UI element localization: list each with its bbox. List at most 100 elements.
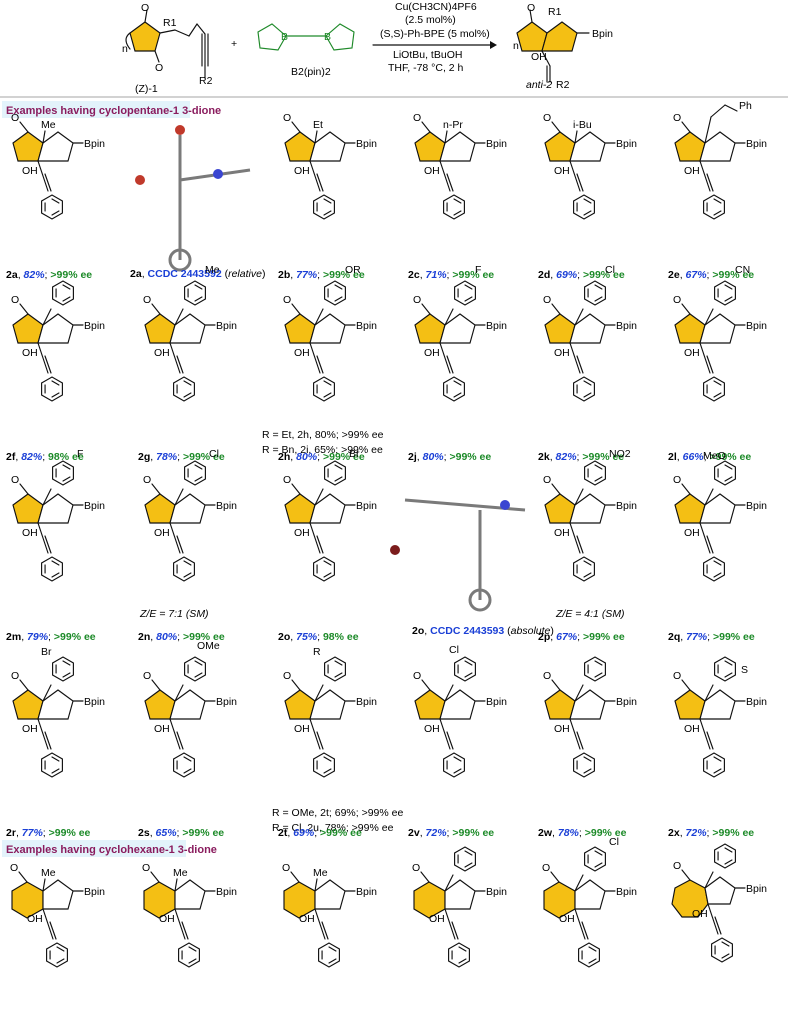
carbonyl-o-label: O [542, 862, 550, 874]
section-title-hexane: Examples having cyclohexane-1 3-dione [6, 844, 217, 856]
bpin-label: Bpin [616, 138, 637, 150]
compound-2aa: OBpinOHMe2aa, 78%; >99% ee [282, 862, 377, 968]
carbonyl-o-label: O [543, 670, 551, 682]
caption-2b: 2b, 77%; >99% ee [278, 269, 365, 281]
oh-label: OH [554, 347, 570, 359]
bpin-label: Bpin [356, 696, 377, 708]
carbonyl-o-label: O [673, 670, 681, 682]
cyclopentane-ring [674, 689, 706, 720]
oh-label: OH [554, 165, 570, 177]
benzyl-aryl-ring [714, 843, 736, 869]
oh-label: OH [294, 347, 310, 359]
oh-label: OH [424, 347, 440, 359]
substrate-o-top: O [141, 2, 149, 14]
caption-2d: 2d, 69%; >99% ee [538, 269, 625, 281]
benzyl-aryl-ring [714, 460, 736, 486]
bpin-label: Bpin [746, 320, 767, 332]
bpin-label: Bpin [84, 886, 105, 898]
aryl-substituent-label: Br [349, 448, 360, 460]
cyclopentane-ring [674, 313, 706, 344]
oh-label: OH [154, 527, 170, 539]
carbonyl-o-label: O [673, 294, 681, 306]
carbonyl-o-label: O [413, 112, 421, 124]
alkyne-phenyl-ring [313, 376, 335, 402]
alkyl-substituent-label: i-Bu [573, 119, 592, 131]
alkyne-phenyl-ring [173, 752, 195, 778]
caption-2v: 2v, 72%; >99% ee [408, 827, 494, 839]
compound-2ad: OBpinOH2ad, no reaction [671, 843, 767, 963]
carbonyl-o-label: O [412, 862, 420, 874]
caption-2k: 2k, 82%; >99% ee [538, 451, 624, 463]
aryl-substituent-label: R [313, 646, 321, 658]
aryl-substituent-label: Cl [209, 448, 219, 460]
caption-2h: 2h, 80%; >99% ee [278, 451, 365, 463]
oh-label: OH [424, 723, 440, 735]
caption-2j: 2j, 80%; >99% ee [408, 451, 491, 463]
section-title-pentane: Examples having cyclopentane-1 3-dione [6, 105, 221, 117]
b2pin2-b-left: B [281, 31, 288, 43]
benzyl-aryl-ring [714, 656, 736, 682]
aryl-substituent-label: CN [735, 264, 750, 276]
carbonyl-o-label: O [143, 670, 151, 682]
oh-label: OH [554, 527, 570, 539]
caption-2q: 2q, 77%; >99% ee [668, 631, 755, 643]
carbonyl-o-label: O [282, 862, 290, 874]
substrate-n: n [122, 43, 128, 55]
fused-cyclopentane [37, 313, 74, 344]
product-r2: R2 [556, 79, 570, 91]
aryl-substituent-label: Cl [609, 836, 619, 848]
note-2t: R = OMe, 2t; 69%; >99% ee [272, 807, 403, 819]
caption-2x: 2x, 72%; >99% ee [668, 827, 754, 839]
alkyne-phenyl-ring [703, 194, 725, 220]
note-2i: R = Bn, 2i, 65%; >99% ee [262, 444, 383, 456]
cyclopentane-ring [144, 689, 176, 720]
caption-2s: 2s, 65%; >99% ee [138, 827, 224, 839]
bpin-label: Bpin [746, 696, 767, 708]
fused-cyclopentane [314, 879, 346, 910]
benzyl-aryl-ring [584, 460, 606, 486]
fused-cyclopentane [439, 313, 476, 344]
aryl-substituent-label: Cl [449, 644, 459, 656]
alkyl-substituent-label: Me [41, 867, 56, 879]
oh-label: OH [22, 165, 38, 177]
caption-2f: 2f, 82%; 98% ee [6, 451, 84, 463]
bpin-label: Bpin [84, 138, 105, 150]
carbonyl-o-label: O [673, 860, 681, 872]
compound-2ac: OBpinOHCl2ac, 75%; 98% ee [542, 836, 637, 968]
alkyne-phenyl-ring [313, 752, 335, 778]
caption-2o: 2o, 75%; 98% ee [278, 631, 359, 643]
alkyne-phenyl-ring [443, 752, 465, 778]
bpin-label: Bpin [84, 696, 105, 708]
cyclopentane-ring [544, 313, 576, 344]
carbonyl-o-label: O [543, 112, 551, 124]
alkyne-phenyl-ring [318, 942, 340, 968]
bpin-label: Bpin [486, 320, 507, 332]
alkyl-substituent-label: Me [313, 867, 328, 879]
oh-label: OH [684, 347, 700, 359]
benzyl-aryl-ring [454, 656, 476, 682]
oh-label: OH [684, 527, 700, 539]
b2pin2-structure [257, 23, 355, 51]
bpin-label: Bpin [616, 696, 637, 708]
section-banner-pentane: Examples having cyclopentane-1 3-dione [2, 101, 221, 118]
reaction-arrowhead [490, 41, 497, 49]
alkyne-phenyl-ring [711, 937, 733, 963]
substrate-structure [125, 9, 209, 79]
alkyne-phenyl-ring [573, 556, 595, 582]
b2pin2-label: B2(pin)2 [291, 66, 331, 78]
aryl-substituent-label: Me [205, 264, 220, 276]
crystal-structure-2o [390, 498, 526, 612]
carbonyl-o-label: O [283, 474, 291, 486]
caption-2e: 2e, 67%; >99% ee [668, 269, 754, 281]
caption-2w: 2w, 78%; >99% ee [538, 827, 627, 839]
